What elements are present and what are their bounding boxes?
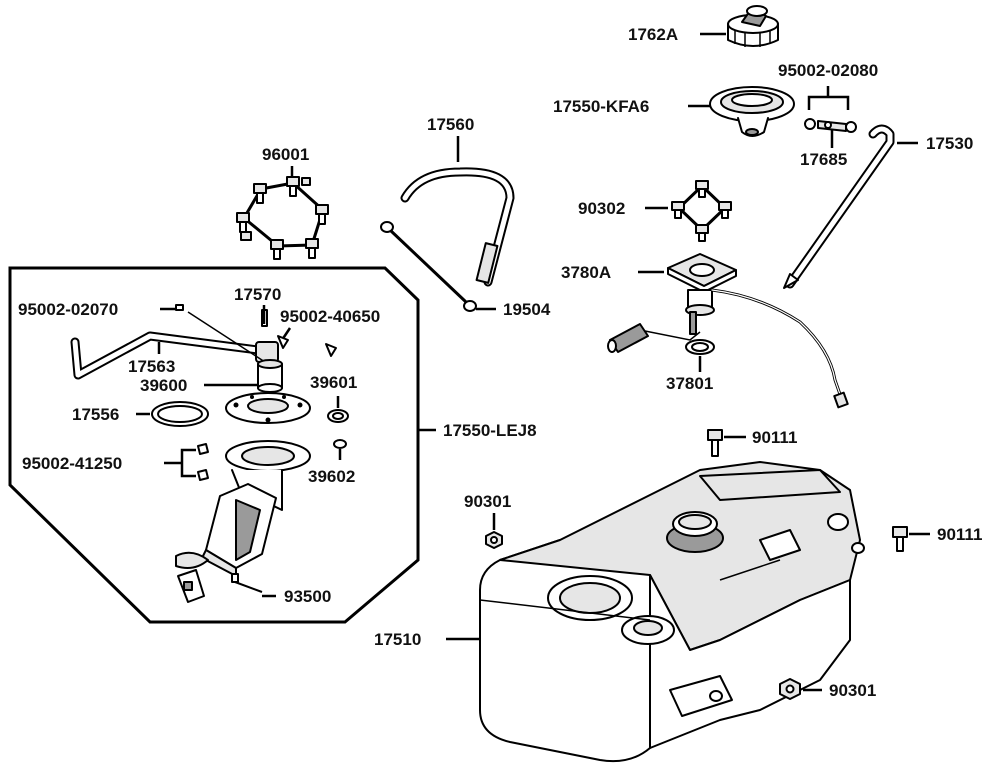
label-90301-left: 90301 bbox=[464, 492, 511, 511]
bolt-set-96001-part bbox=[236, 176, 329, 260]
label-17530: 17530 bbox=[926, 134, 973, 153]
bolt-90111-top-part bbox=[707, 429, 723, 457]
label-90302: 90302 bbox=[578, 199, 625, 218]
label-90301-bottom: 90301 bbox=[829, 681, 876, 700]
return-tube-17563-part bbox=[70, 331, 263, 380]
fuel-tank-17510-part bbox=[479, 461, 865, 763]
label-17550-KFA6: 17550-KFA6 bbox=[553, 97, 649, 116]
label-95002-02080: 95002-02080 bbox=[778, 61, 878, 80]
label-17510: 17510 bbox=[374, 630, 421, 649]
label-17570: 17570 bbox=[234, 285, 281, 304]
label-95002-41250: 95002-41250 bbox=[22, 454, 122, 473]
label-90111-top: 90111 bbox=[752, 428, 797, 447]
hose-clip-part bbox=[380, 221, 477, 312]
label-17685: 17685 bbox=[800, 150, 847, 169]
label-93500: 93500 bbox=[284, 587, 331, 606]
gasket-17556-part bbox=[151, 401, 209, 427]
sender-gasket-part bbox=[685, 339, 715, 355]
filler-neck-part bbox=[709, 86, 795, 137]
label-37801: 37801 bbox=[666, 374, 713, 393]
pump-cap-39600-part bbox=[257, 359, 283, 393]
label-96001: 96001 bbox=[262, 145, 309, 164]
hose-clamp-part bbox=[804, 118, 857, 133]
label-19504: 19504 bbox=[503, 300, 551, 319]
nut-90301-left-part bbox=[485, 531, 503, 549]
clip-95002-41250-part bbox=[197, 443, 209, 481]
bolt-90111-right-part bbox=[892, 526, 908, 552]
fuel-pump-body-part bbox=[175, 483, 277, 603]
washer-39601-part bbox=[327, 409, 349, 423]
label-95002-40650: 95002-40650 bbox=[280, 307, 380, 326]
clip-95002-40650-part bbox=[277, 335, 337, 357]
ring-39602-part bbox=[333, 439, 347, 449]
filler-cap-part bbox=[727, 5, 779, 47]
label-39600: 39600 bbox=[140, 376, 187, 395]
pump-flange-part bbox=[225, 392, 311, 424]
label-3780A: 3780A bbox=[561, 263, 611, 282]
breather-tube-part bbox=[783, 124, 895, 289]
clip-95002-02070-part bbox=[175, 304, 184, 311]
label-17550-LEJ8: 17550-LEJ8 bbox=[443, 421, 537, 440]
label-39602: 39602 bbox=[308, 467, 355, 486]
label-90111-right: 90111 bbox=[937, 525, 982, 544]
screw-set-90302-part bbox=[671, 180, 732, 242]
pump-assembly-boundary bbox=[8, 266, 420, 624]
label-17563: 17563 bbox=[128, 357, 175, 376]
fuel-level-sender-part bbox=[607, 253, 849, 409]
screw-93500-part bbox=[231, 573, 263, 593]
label-39601: 39601 bbox=[310, 373, 357, 392]
fuel-hose-part bbox=[400, 167, 515, 287]
label-17556: 17556 bbox=[72, 405, 119, 424]
label-1762A: 1762A bbox=[628, 25, 678, 44]
label-17560: 17560 bbox=[427, 115, 474, 134]
label-95002-02070: 95002-02070 bbox=[18, 300, 118, 319]
nut-90301-bottom-part bbox=[779, 678, 801, 700]
